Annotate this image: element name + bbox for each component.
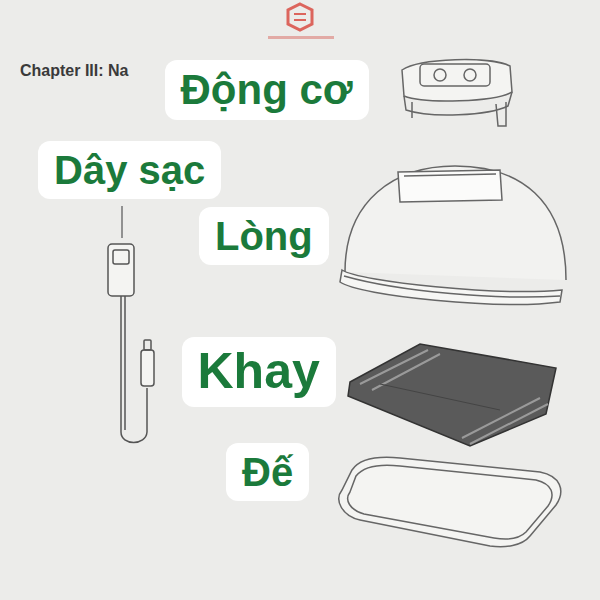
part-label-box: Dây sạc: [38, 141, 221, 199]
logo-watermark: [268, 4, 334, 39]
part-label-box: Khay: [182, 337, 336, 407]
part-label-box: Đế: [226, 443, 309, 501]
base-illustration: [339, 457, 561, 546]
part-name: Đế: [242, 449, 293, 495]
charging-cable-illustration: [108, 244, 154, 443]
part-name: Khay: [198, 343, 320, 401]
part-name: Lòng: [215, 213, 313, 259]
part-name: Dây sạc: [54, 147, 205, 193]
dome-illustration: [340, 166, 566, 304]
chapter-heading: Chapter III: Na: [20, 62, 128, 80]
motor-illustration: [402, 60, 512, 126]
leader-line: [121, 206, 122, 238]
part-label-box: Động cơ: [165, 60, 369, 120]
tray-illustration: [348, 344, 556, 446]
part-name: Động cơ: [181, 66, 353, 114]
part-label-box: Lòng: [199, 207, 329, 265]
